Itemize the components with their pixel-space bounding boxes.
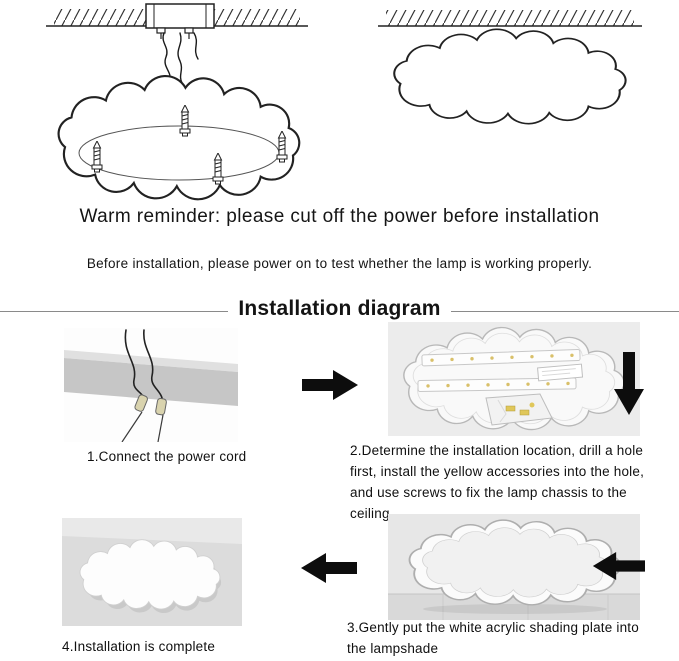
lamp-shadow xyxy=(423,604,607,614)
wire-connector-icon xyxy=(134,394,148,412)
led-strip xyxy=(421,349,581,367)
step2-caption: 2.Determine the installation location, d… xyxy=(350,443,645,521)
yellow-anchor xyxy=(505,405,516,412)
wire-connector-icon xyxy=(155,397,167,416)
section-title: Installation diagram xyxy=(228,297,451,321)
power-cord xyxy=(124,329,163,399)
section-header: Installation diagram xyxy=(0,293,679,329)
cord-tail xyxy=(121,411,143,442)
cloud-lamp-outline xyxy=(393,28,627,125)
step4-caption: 4.Installation is complete xyxy=(62,639,216,654)
ceiling-mount-exploded-diagram xyxy=(38,3,330,205)
power-wires xyxy=(162,32,199,84)
arrow-left-icon xyxy=(591,551,645,581)
step1-image xyxy=(64,328,238,442)
pre-test-text: Before installation, please power on to … xyxy=(86,256,593,271)
arrow-down-icon xyxy=(612,352,646,418)
ceiling-hatch xyxy=(54,9,146,26)
step1-caption: 1.Connect the power cord xyxy=(87,449,247,464)
driver-box xyxy=(537,363,584,382)
junction-box xyxy=(145,3,215,39)
ceiling-hatch xyxy=(214,9,300,26)
accessory-bag xyxy=(485,393,553,426)
arrow-left-icon xyxy=(299,552,357,584)
cord-tail xyxy=(157,414,164,442)
arrow-right-icon xyxy=(302,369,360,401)
step4-image xyxy=(62,518,242,626)
ceiling-mounted-lamp-diagram xyxy=(372,6,650,128)
step3-caption: 3.Gently put the white acrylic shading p… xyxy=(347,620,639,656)
yellow-anchor xyxy=(529,402,535,408)
warm-reminder-text: Warm reminder: please cut off the power … xyxy=(79,206,600,227)
cloud-lamp-outline xyxy=(57,74,301,201)
step2-image xyxy=(388,322,640,436)
ceiling-shadow-band xyxy=(64,358,238,406)
led-strip xyxy=(417,377,577,393)
yellow-anchor xyxy=(519,409,530,416)
ceiling-hatch xyxy=(386,10,634,26)
ceiling-highlight xyxy=(62,518,242,544)
